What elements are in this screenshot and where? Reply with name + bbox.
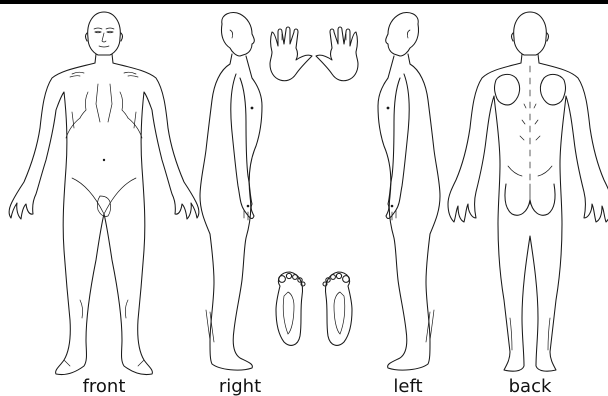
back-view-label: back: [509, 376, 552, 396]
front-view-label: front: [83, 376, 126, 396]
hand-outlines: [270, 27, 358, 81]
left-view-label: left: [393, 376, 422, 396]
foot-soles: [276, 272, 352, 345]
back-body-figure: [448, 12, 608, 371]
right-view-label: right: [219, 376, 261, 396]
left-side-body-figure: [378, 12, 440, 370]
front-body-figure: [9, 12, 199, 375]
right-side-body-figure: [200, 12, 262, 370]
